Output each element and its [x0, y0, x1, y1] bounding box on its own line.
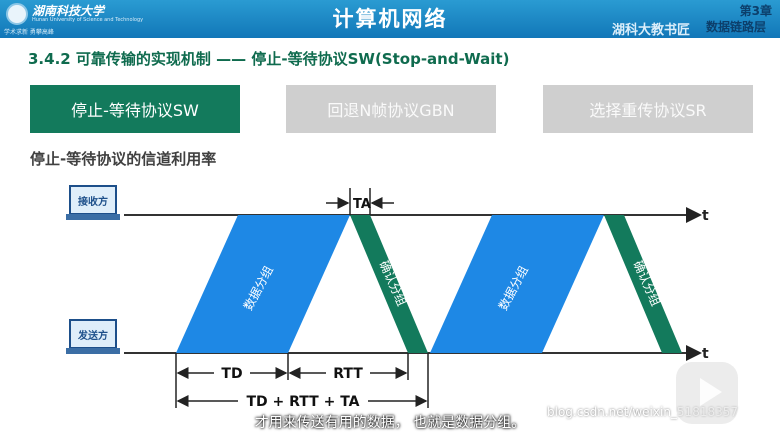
sender-computer-icon: [66, 319, 120, 354]
tab-gbn[interactable]: 回退N帧协议GBN: [286, 85, 496, 133]
rtt-label: RTT: [333, 366, 363, 382]
receiver-label: 接收方: [78, 195, 108, 208]
data-packet-2: [430, 215, 604, 353]
school-name: 湖南科技大学: [32, 4, 105, 18]
ta-label: TA: [353, 197, 371, 212]
tab-sw[interactable]: 停止-等待协议SW: [30, 85, 240, 133]
receiver-computer-icon: [66, 185, 120, 220]
school-motto: 学术求新 勇攀高峰: [4, 29, 54, 36]
receiver-time-label: t: [702, 208, 709, 224]
ack-packet-1: [350, 215, 428, 353]
play-button[interactable]: [676, 362, 738, 424]
school-logo-icon: [6, 3, 28, 25]
total-time-label: TD + RTT + TA: [247, 394, 360, 410]
title-bar: 湖南科技大学 Hunan University of Science and T…: [0, 0, 780, 38]
diagram-subtitle: 停止-等待协议的信道利用率: [30, 150, 217, 168]
sender-label: 发送方: [77, 329, 108, 342]
data-packet-1: [176, 215, 350, 353]
ack-packet-2: [604, 215, 682, 353]
subtitle-caption: 才用来传送有用的数据， 也就是数据分组。: [254, 415, 526, 431]
sender-time-label: t: [702, 346, 709, 362]
section-heading: 3.4.2 可靠传输的实现机制 —— 停止-等待协议SW(Stop-and-Wa…: [28, 50, 510, 68]
play-icon: [700, 378, 722, 406]
chapter-name: 数据链路层: [705, 20, 766, 34]
course-title: 计算机网络: [332, 7, 448, 31]
tab-sr[interactable]: 选择重传协议SR: [543, 85, 753, 133]
td-label: TD: [221, 366, 242, 382]
watermark: 湖科大教书匠: [612, 23, 691, 38]
chapter-number: 第3章: [739, 4, 772, 18]
school-name-en: Hunan University of Science and Technolo…: [32, 17, 144, 23]
